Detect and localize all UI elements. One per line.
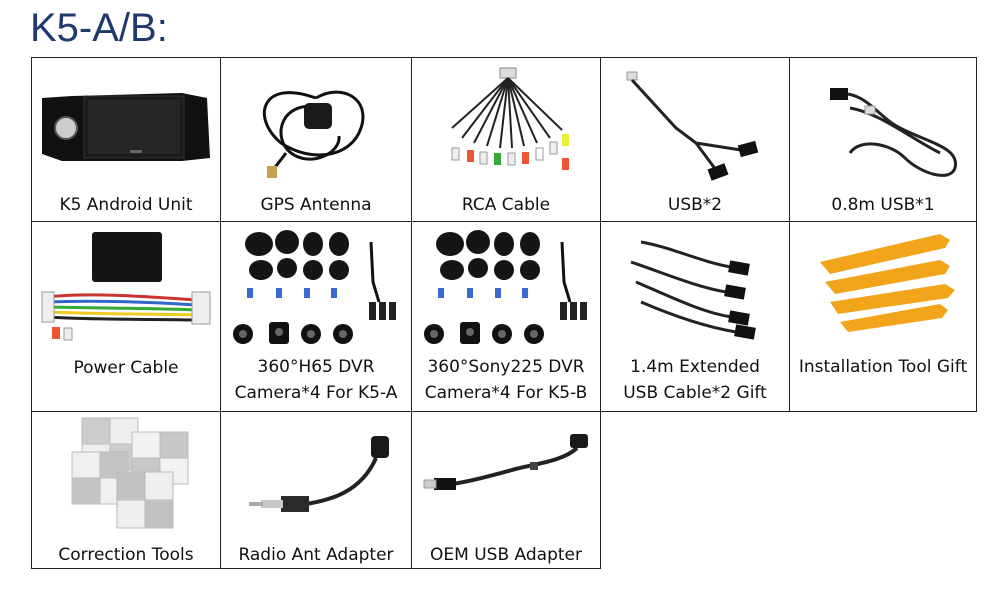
item-label: Radio Ant Adapter bbox=[238, 545, 394, 565]
item-cell-oem-usb-adapter: OEM USB Adapter bbox=[411, 411, 601, 569]
item-label-line1: 360°Sony225 DVR bbox=[427, 357, 585, 377]
radio-antenna-adapter-icon bbox=[249, 436, 389, 512]
rca-cable-icon bbox=[451, 67, 569, 170]
accessory-grid: K5 Android Unit GPS Antenna bbox=[31, 57, 977, 569]
item-label: 0.8m USB*1 bbox=[831, 195, 935, 215]
calibration-cloth-icon bbox=[71, 417, 189, 529]
page-title: K5-A/B: bbox=[30, 6, 168, 50]
usb-extension-cable-icon bbox=[630, 240, 756, 340]
item-cell-rca-cable: RCA Cable bbox=[411, 57, 601, 222]
item-label: Correction Tools bbox=[58, 545, 194, 565]
item-cell-android-unit: K5 Android Unit bbox=[31, 57, 221, 222]
item-label: Power Cable bbox=[73, 358, 179, 378]
item-label-line1: 1.4m Extended bbox=[630, 357, 760, 377]
item-label-line2: USB Cable*2 Gift bbox=[623, 383, 767, 403]
item-label: RCA Cable bbox=[461, 195, 551, 215]
item-cell-radio-ant-adapter: Radio Ant Adapter bbox=[220, 411, 412, 569]
item-label: Installation Tool Gift bbox=[798, 357, 968, 377]
pry-tool-icon bbox=[820, 234, 955, 332]
item-label-line1: 360°H65 DVR bbox=[257, 357, 375, 377]
oem-usb-adapter-icon bbox=[423, 434, 588, 490]
item-label: USB*2 bbox=[667, 195, 723, 215]
item-cell-usb-extension: 1.4m Extended USB Cable*2 Gift bbox=[600, 221, 790, 412]
item-label-line2: Camera*4 For K5-B bbox=[424, 383, 588, 403]
item-cell-gps-antenna: GPS Antenna bbox=[220, 57, 412, 222]
item-cell-correction-tools: Correction Tools bbox=[31, 411, 221, 569]
usb-cable-icon bbox=[626, 71, 759, 181]
item-label-line2: Camera*4 For K5-A bbox=[234, 383, 398, 403]
dvr-camera-kit-icon bbox=[233, 230, 396, 344]
android-head-unit-icon bbox=[42, 93, 210, 161]
dvr-camera-kit-icon bbox=[424, 230, 587, 344]
item-label: GPS Antenna bbox=[260, 195, 372, 215]
item-cell-power-cable: Power Cable bbox=[31, 221, 221, 412]
usb-cable-coil-icon bbox=[830, 88, 957, 177]
item-cell-dvr-k5b: 360°Sony225 DVR Camera*4 For K5-B bbox=[411, 221, 601, 412]
item-label: K5 Android Unit bbox=[59, 195, 193, 215]
item-cell-dvr-k5a: 360°H65 DVR Camera*4 For K5-A bbox=[220, 221, 412, 412]
item-cell-usb-0-8m: 0.8m USB*1 bbox=[789, 57, 977, 222]
item-cell-installation-tool: Installation Tool Gift bbox=[789, 221, 977, 412]
item-cell-usb-2: USB*2 bbox=[600, 57, 790, 222]
item-label: OEM USB Adapter bbox=[430, 545, 582, 565]
gps-antenna-icon bbox=[263, 90, 365, 178]
power-cable-icon bbox=[41, 232, 211, 341]
